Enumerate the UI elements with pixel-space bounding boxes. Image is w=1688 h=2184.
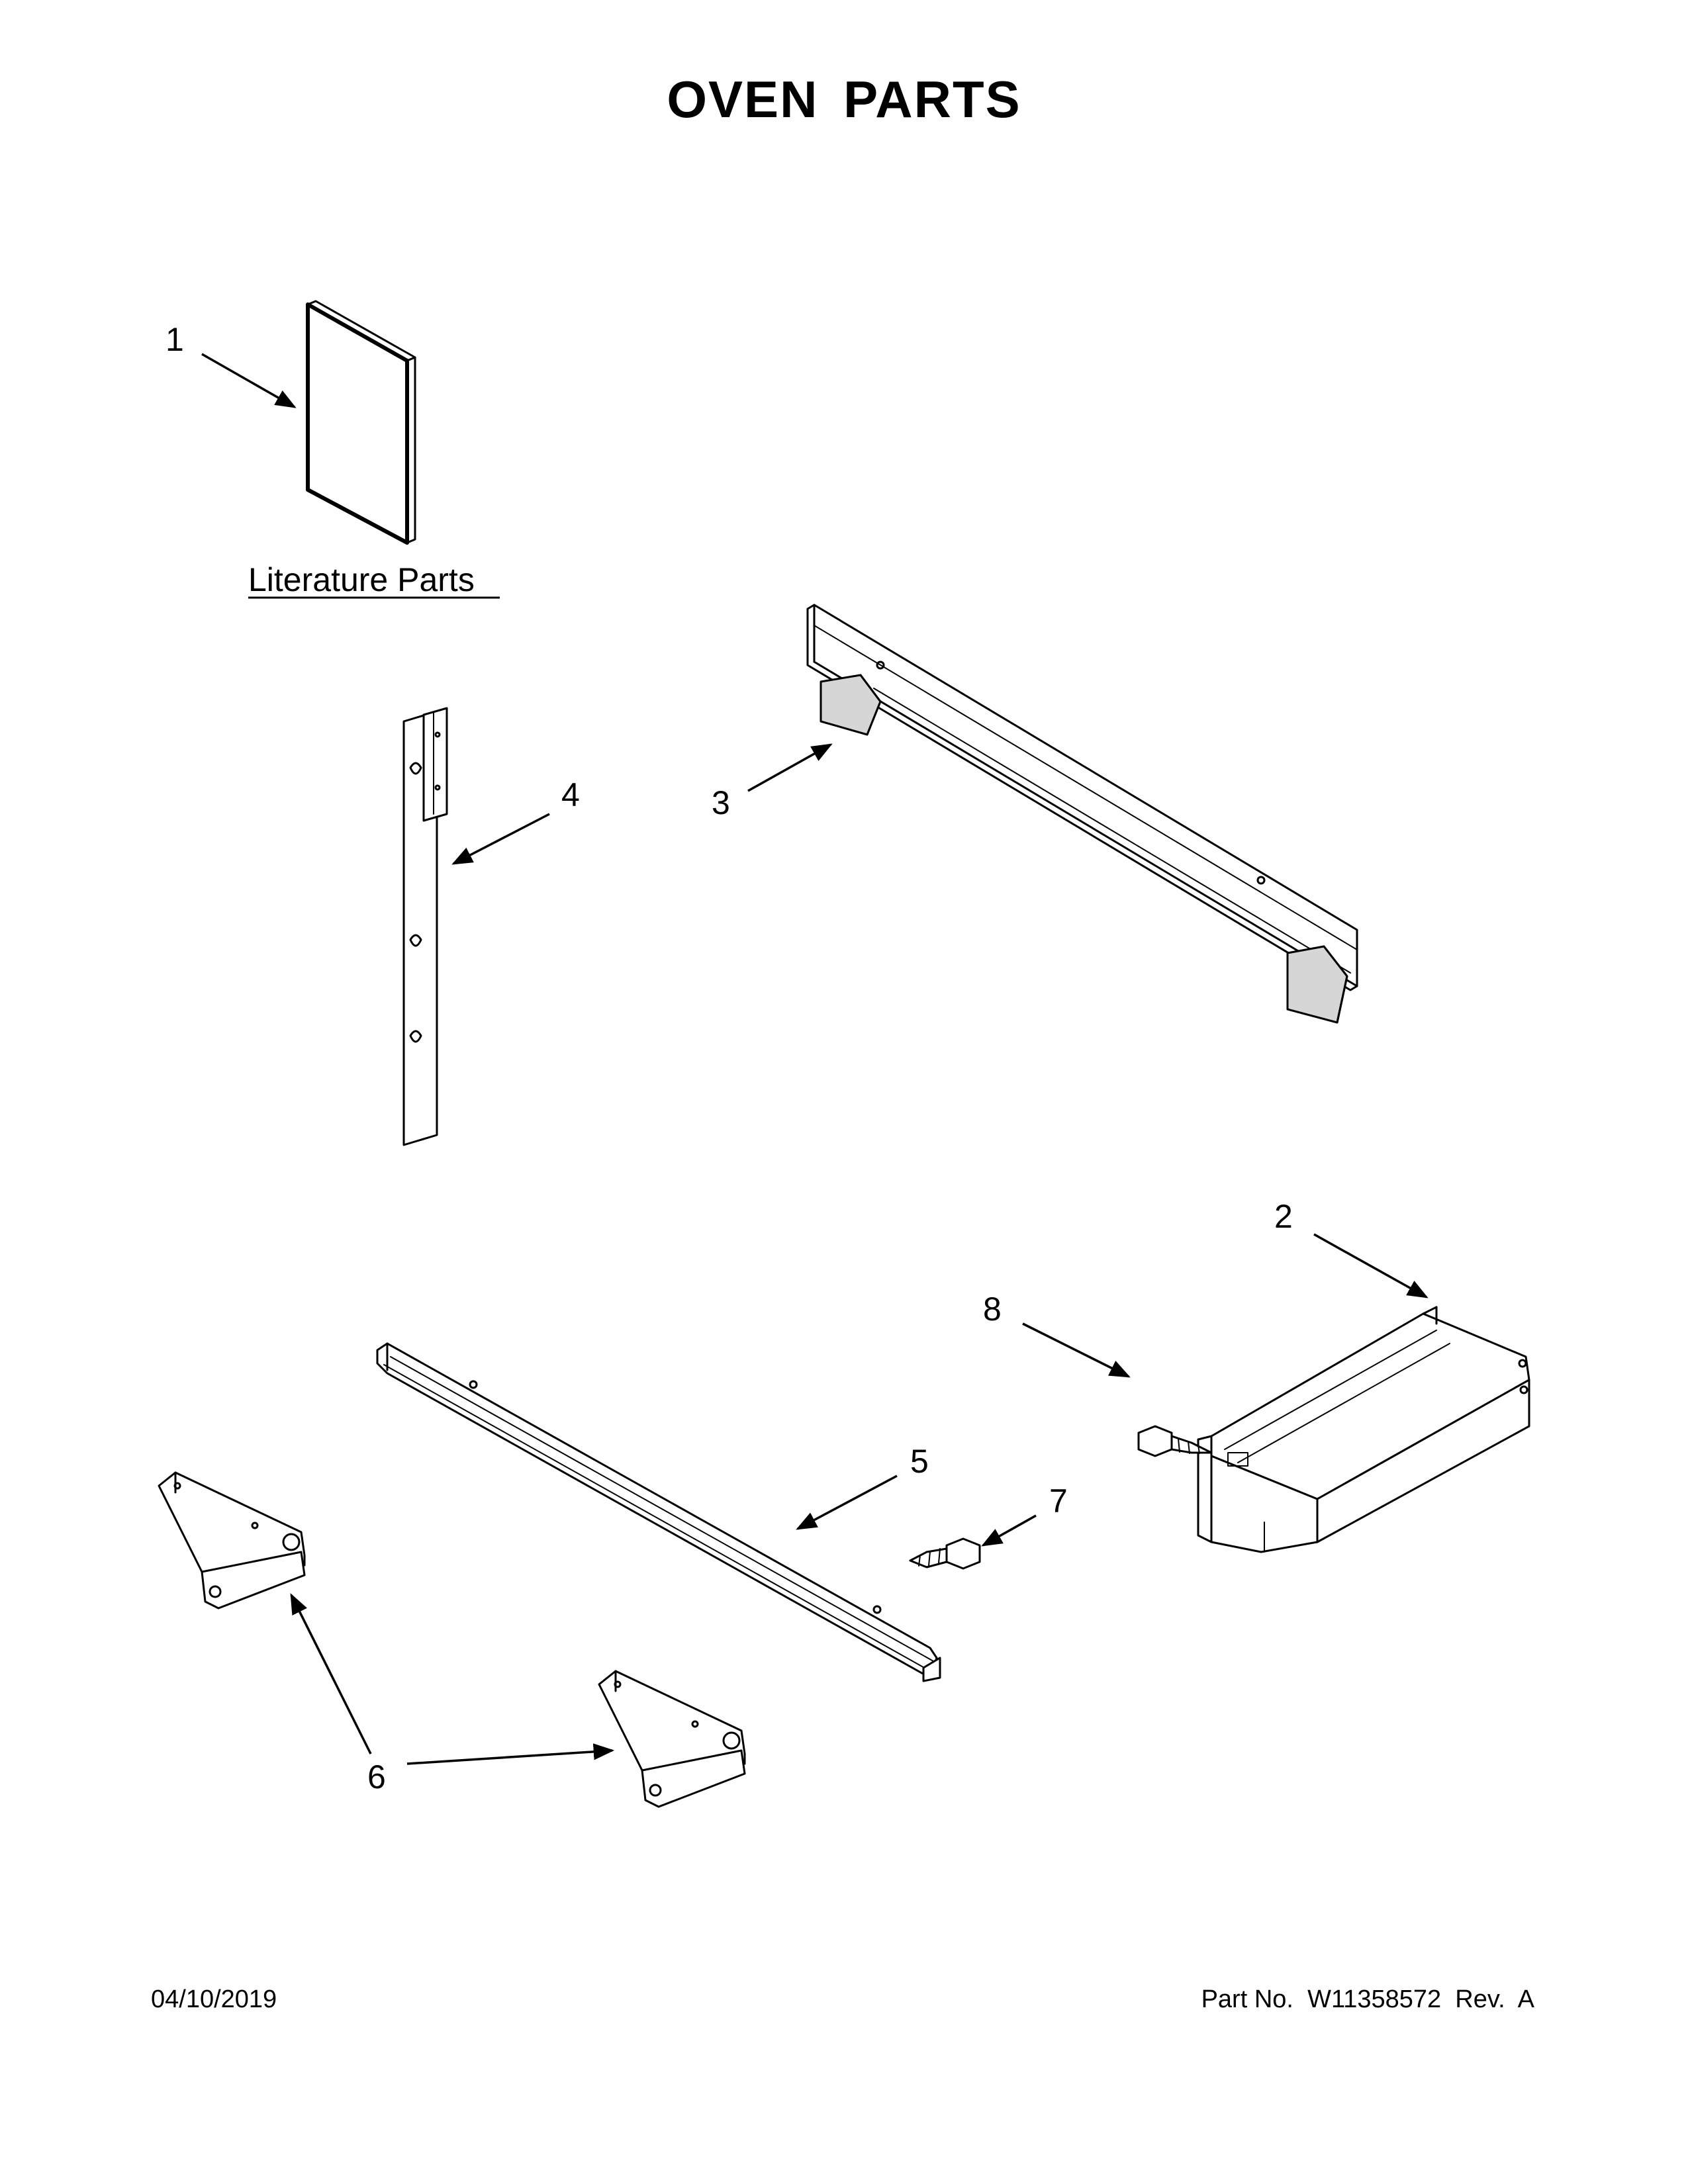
- callout-7-arrow: [981, 1514, 1037, 1547]
- callout-4-arrow: [451, 813, 550, 865]
- callout-4-label[interactable]: 4: [561, 776, 580, 813]
- part-6-bracket-left[interactable]: [158, 1471, 306, 1610]
- callout-5-label[interactable]: 5: [910, 1443, 929, 1480]
- part-5-front-channel[interactable]: [376, 1342, 941, 1682]
- callout-1-label[interactable]: 1: [165, 321, 184, 358]
- callout-3-label[interactable]: 3: [712, 784, 730, 821]
- callout-5-arrow: [796, 1475, 898, 1530]
- callout-7-label[interactable]: 7: [1049, 1482, 1068, 1520]
- part-4-side-strip[interactable]: [402, 707, 448, 1146]
- callout-8-label[interactable]: 8: [983, 1291, 1002, 1328]
- part-7-screw[interactable]: [909, 1537, 981, 1570]
- callout-2-label[interactable]: 2: [1274, 1198, 1293, 1235]
- part-1-literature-booklet[interactable]: [306, 300, 416, 545]
- page-title: OVEN PARTS: [667, 70, 1021, 128]
- part-3-rear-bracket[interactable]: [806, 604, 1358, 1024]
- callout-1-arrow: [201, 353, 297, 408]
- callout-3-arrow: [747, 743, 833, 792]
- part-8-screw[interactable]: [1137, 1425, 1213, 1457]
- callout-6-label[interactable]: 6: [367, 1758, 386, 1796]
- callout-6-arrow-left: [290, 1593, 372, 1754]
- literature-parts-label[interactable]: Literature Parts: [248, 561, 475, 598]
- callout-8-arrow: [1022, 1322, 1131, 1378]
- footer-date: 04/10/2019: [151, 1985, 277, 2013]
- callout-6-arrow-right: [406, 1743, 615, 1765]
- part-2-trim-housing[interactable]: [1197, 1306, 1530, 1553]
- footer-part-number: Part No. W11358572 Rev. A: [1201, 1985, 1534, 2013]
- callout-2-arrow: [1313, 1233, 1429, 1298]
- part-6-bracket-right[interactable]: [598, 1670, 746, 1808]
